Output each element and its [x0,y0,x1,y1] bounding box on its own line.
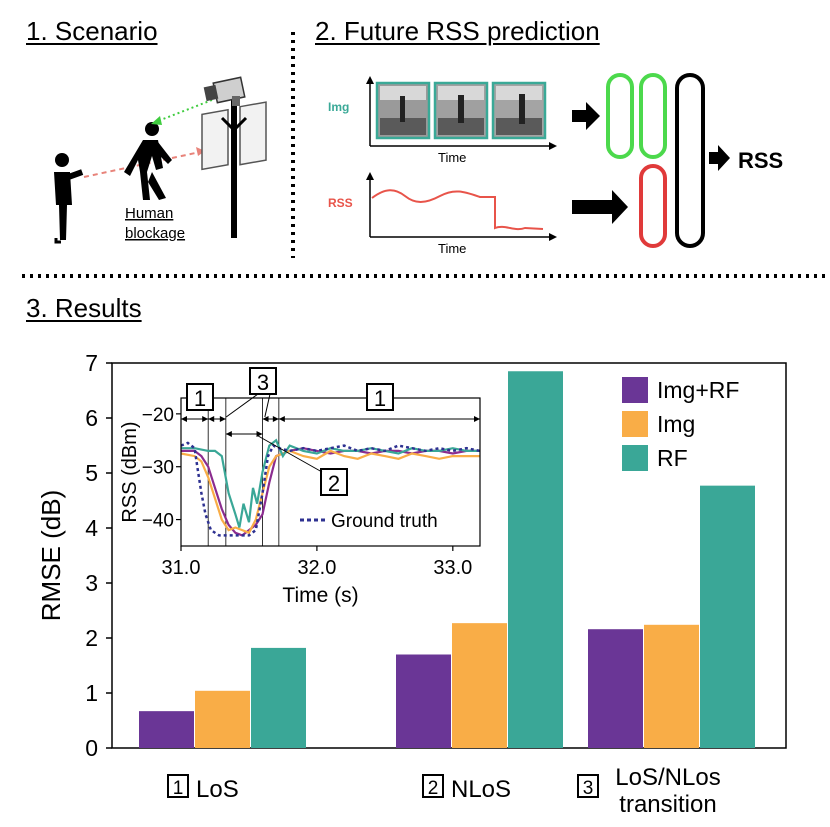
inset-region-span-nlos-head-right [256,431,263,437]
inset-background [117,367,487,617]
inset-region-span-transition-right-head-right [272,416,279,422]
inset-plot-frame [180,397,481,547]
image-sequence-plot: Img Time [328,76,557,165]
inset-region-marker-nlos-box [320,468,348,496]
y-tick-label: 2 [85,625,98,651]
img-input-label: Img [328,100,349,114]
category-number-label: 1 [173,778,184,799]
y-tick-label: 1 [85,680,98,706]
inset-line-img [180,449,480,535]
inset-x-tick-label: 31.0 [162,557,201,579]
bar-img-rf-2 [396,654,451,748]
inset-y-tick-label: −30 [142,458,174,479]
rss-input-curve [371,189,544,231]
y-tick-label: 5 [85,460,98,486]
inset-region-span-transition-right-head-left [262,416,269,422]
img-to-model-arrow [572,102,600,130]
category-number-label: 2 [428,778,439,799]
bar-img-2 [452,623,507,748]
camera-view-arrowhead [151,116,162,125]
inset-region-marker-los-right-box [366,383,394,411]
time-axis-label-top: Time [438,150,466,165]
output-rss-label: RSS [738,148,783,173]
bar-img-1 [195,690,250,748]
radio-link-arrowhead [196,147,205,156]
rss-model-block [639,164,667,248]
image-frame-thumbnails [375,81,547,140]
bar-rf-2 [508,371,563,748]
section-title-scenario: 1. Scenario [26,16,158,46]
inset-line-rf [181,438,480,528]
time-axis-label-bottom: Time [438,241,466,256]
category-number-box [577,774,599,798]
legend-swatch-rf [622,445,648,471]
bar-rf-3 [700,485,755,748]
user-person-icon [54,153,84,244]
y-axis-label: RMSE (dB) [36,490,66,621]
inset-region-span-los-left-head-right [202,416,209,422]
inset-region-span-nlos-head-left [225,431,232,437]
scenario-and-pipeline-figure: Human blockage Img Time RSS Time [22,32,826,278]
inset-x-tick-label: 33.0 [433,557,472,579]
output-arrow [709,145,730,171]
blockage-label-line1: Human [125,205,173,222]
inset-line-img-rf [181,447,480,537]
category-number-label: 3 [583,778,594,799]
main-plot-frame [111,362,787,749]
image-model-block-2 [639,73,667,159]
inset-region-marker-transition-label: 3 [257,370,269,395]
fusion-model-block [675,73,705,248]
legend-label-rf: RF [657,445,688,471]
category-label-line2: transition [619,791,716,818]
y-tick-label: 7 [85,350,98,376]
category-number-box [167,774,189,798]
inset-y-axis-label: RSS (dBm) [119,421,141,522]
inset-transition-pointer-right [264,393,271,418]
rss-input-label: RSS [328,196,353,210]
legend-swatch-img [622,411,648,437]
inset-x-axis-label: Time (s) [282,584,358,607]
bar-img-rf-3 [588,629,643,748]
category-number-box [422,774,444,798]
category-label-line1: LoS/NLos [615,764,720,791]
category-label: NLoS [451,776,511,803]
legend-label-img: Img [657,411,695,437]
inset-region-span-transition-left-head-right [219,416,226,422]
inset-y-tick-label: −40 [142,511,174,532]
y-tick-label: 6 [85,405,98,431]
category-label: LoS [196,776,239,803]
blockage-label-line2: blockage [125,225,185,242]
y-tick-label: 4 [85,515,98,541]
inset-region-marker-los-left-label: 1 [194,386,206,411]
bar-img-rf-1 [139,711,194,748]
inset-region-marker-los-left-box [186,383,214,411]
section-title-results: 3. Results [26,293,142,323]
inset-region-span-transition-left-head-left [208,416,215,422]
inset-y-tick-label: −20 [142,405,174,426]
inset-region-span-los-left-head-left [181,416,187,422]
camera-basestation-icon [201,76,267,238]
radio-link-line [83,151,201,178]
rss-to-model-arrow [572,190,628,224]
legend-label-img-rf: Img+RF [657,377,739,403]
walking-human-icon [124,122,172,200]
bar-rf-1 [251,647,306,748]
y-tick-label: 0 [85,735,98,761]
bar-img-3 [644,624,699,748]
legend-swatch-img-rf [622,377,648,403]
y-tick-label: 3 [85,570,98,596]
inset-region-marker-los-right-label: 1 [374,386,386,411]
inset-line-ground-truth [180,441,481,537]
image-model-block-1 [606,73,634,159]
inset-region-span-los-right-head-right [474,416,480,422]
inset-region-marker-nlos-label: 2 [328,471,340,496]
inset-region-span-los-right-head-left [278,416,285,422]
inset-nlos-pointer [257,435,323,473]
inset-x-tick-label: 32.0 [297,557,336,579]
section-title-prediction: 2. Future RSS prediction [315,16,600,46]
inset-transition-pointer-left [225,393,259,418]
inset-ground-truth-label: Ground truth [331,511,438,532]
rss-series-plot: RSS Time [328,172,557,256]
inset-region-marker-transition-box [249,367,277,395]
